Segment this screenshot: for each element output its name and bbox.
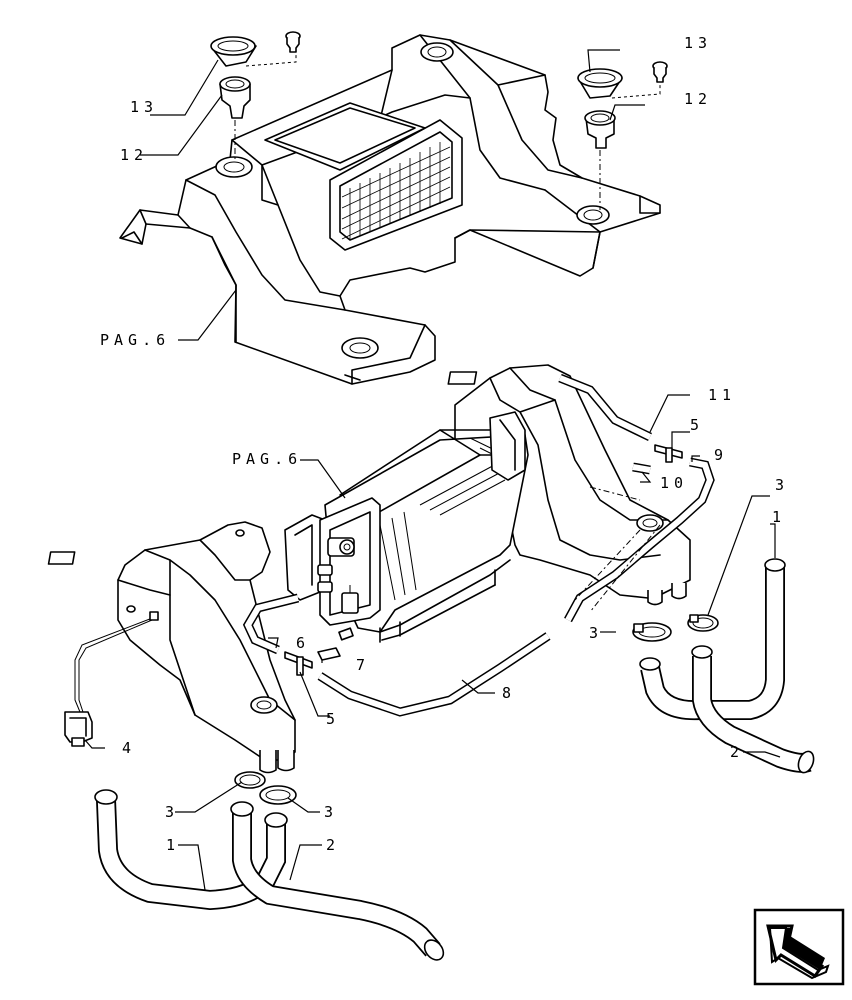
grille-mesh [341, 142, 451, 240]
callout-1-bottom: 1 [166, 836, 180, 854]
heater-box [284, 364, 691, 643]
screw-left [285, 31, 301, 53]
tube-10 [632, 462, 651, 475]
tube-9 [564, 457, 715, 623]
callout-5-top: 5 [690, 416, 704, 434]
callout-7: 7 [356, 656, 370, 674]
callout-3-bottom-right: 3 [324, 803, 338, 821]
tube-6 [242, 593, 300, 655]
tube-11 [558, 373, 652, 442]
plug-cap-13-right [577, 68, 623, 99]
grommet-12-right [584, 110, 616, 149]
callout-pag6-mid: PAG.6 [232, 450, 302, 468]
hose-1-right [639, 558, 786, 721]
callout-11: 11 [708, 386, 736, 404]
callout-pag6-top: PAG.6 [100, 331, 170, 349]
callout-1-right: 1 [772, 508, 786, 526]
callout-4: 4 [122, 739, 136, 757]
callout-3-bottom-left: 3 [165, 803, 179, 821]
left-duct-housing [47, 521, 296, 774]
plug-cap-13-left [210, 36, 257, 67]
callout-10: 10 [660, 474, 688, 492]
callout-2-right: 2 [730, 743, 744, 761]
tube-8 [317, 632, 551, 717]
callout-2-bottom: 2 [326, 836, 340, 854]
callout-3-right-upper: 3 [775, 476, 789, 494]
callout-12-right: 12 [684, 90, 712, 108]
hose-2-bottom [230, 801, 445, 961]
hose-2-right [691, 645, 815, 774]
wiring-harness [74, 611, 159, 713]
connector-7 [317, 627, 354, 661]
grommet-12-left [219, 76, 251, 119]
connector-4 [64, 711, 93, 747]
mounting-boss [215, 42, 610, 359]
tee-fitting-5-top [654, 444, 683, 463]
callout-13-left: 13 [130, 98, 158, 116]
callout-labels: 13 12 13 12 PAG.6 PAG.6 11 5 9 10 3 1 3 … [100, 34, 789, 854]
callout-8: 8 [502, 684, 516, 702]
callout-13-right: 13 [684, 34, 712, 52]
tee-fitting-5-bottom [284, 651, 313, 676]
callout-3-right-lower: 3 [589, 624, 603, 642]
screw-right [652, 61, 668, 83]
leader-lines [84, 49, 781, 891]
callout-12-left: 12 [120, 146, 148, 164]
callout-5-bottom: 5 [326, 710, 340, 728]
cab-cover-panel [119, 34, 661, 385]
clamp-3 [234, 614, 719, 805]
callout-9: 9 [714, 446, 728, 464]
page-arrow-icon[interactable] [753, 908, 845, 986]
callout-6: 6 [296, 634, 310, 652]
